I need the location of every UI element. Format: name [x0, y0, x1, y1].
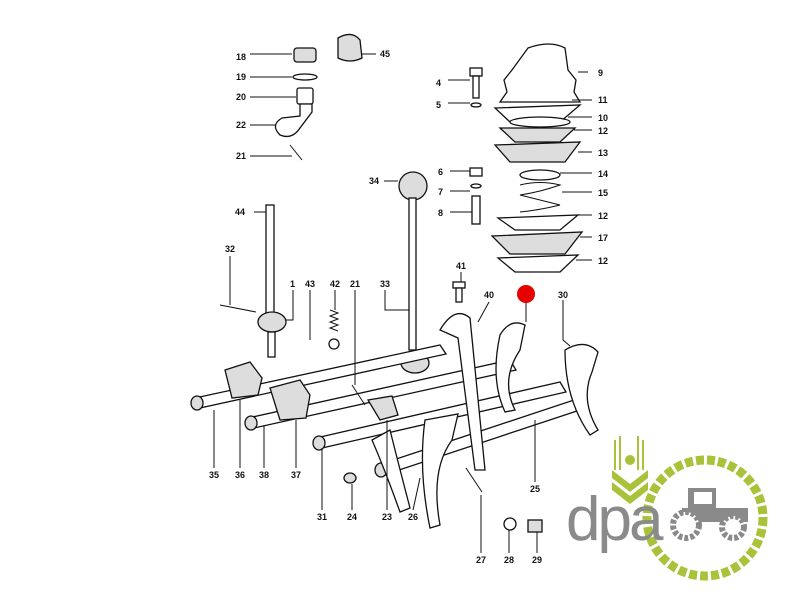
logo-text: dpa: [566, 485, 664, 554]
callout: 43: [305, 279, 315, 289]
callout: 44: [235, 207, 245, 217]
callout: 1: [290, 279, 295, 289]
leader-lines: [213, 53, 592, 553]
callout: 7: [438, 187, 443, 197]
callout: 11: [598, 95, 608, 105]
callout: 9: [598, 68, 603, 78]
callout: 28: [504, 555, 514, 565]
callout: 33: [380, 279, 390, 289]
callout: 34: [369, 176, 379, 186]
callout: 12: [598, 211, 608, 221]
callout: 13: [598, 148, 608, 158]
callout: 12: [598, 256, 608, 266]
callout: 30: [558, 290, 568, 300]
highlight-marker: [517, 285, 535, 303]
callout: 23: [382, 512, 392, 522]
callout: 41: [456, 261, 466, 271]
callout: 17: [598, 233, 608, 243]
shift-forks: [224, 312, 599, 533]
dpa-logo: dpa: [566, 436, 768, 581]
gear-lever: [219, 171, 430, 374]
callout-labels: 18 45 19 20 22 21 4 5 9 11 10 12 13 14 1…: [209, 49, 608, 565]
callout: 12: [598, 126, 608, 136]
callout: 5: [436, 100, 441, 110]
callout: 25: [530, 484, 540, 494]
callout: 40: [484, 290, 494, 300]
callout: 8: [438, 208, 443, 218]
callout: 14: [598, 169, 608, 179]
callout: 4: [436, 78, 441, 88]
callout: 31: [317, 512, 327, 522]
callout: 19: [236, 72, 246, 82]
callout: 37: [291, 470, 301, 480]
callout: 15: [598, 188, 608, 198]
callout: 21: [236, 151, 246, 161]
callout: 6: [438, 167, 443, 177]
callout: 35: [209, 470, 219, 480]
callout: 27: [476, 555, 486, 565]
upper-lever-assembly: [274, 33, 363, 161]
bolts: [452, 67, 483, 303]
callout: 38: [259, 470, 269, 480]
callout: 22: [236, 120, 246, 130]
boot-and-plates: [490, 43, 584, 273]
callout: 10: [598, 113, 608, 123]
callout: 21: [350, 279, 360, 289]
callout: 29: [532, 555, 542, 565]
callout: 42: [330, 279, 340, 289]
callout: 20: [236, 92, 246, 102]
callout: 24: [347, 512, 357, 522]
callout: 18: [236, 52, 246, 62]
callout: 26: [408, 512, 418, 522]
callout: 45: [380, 49, 390, 59]
callout: 32: [225, 244, 235, 254]
callout: 36: [235, 470, 245, 480]
